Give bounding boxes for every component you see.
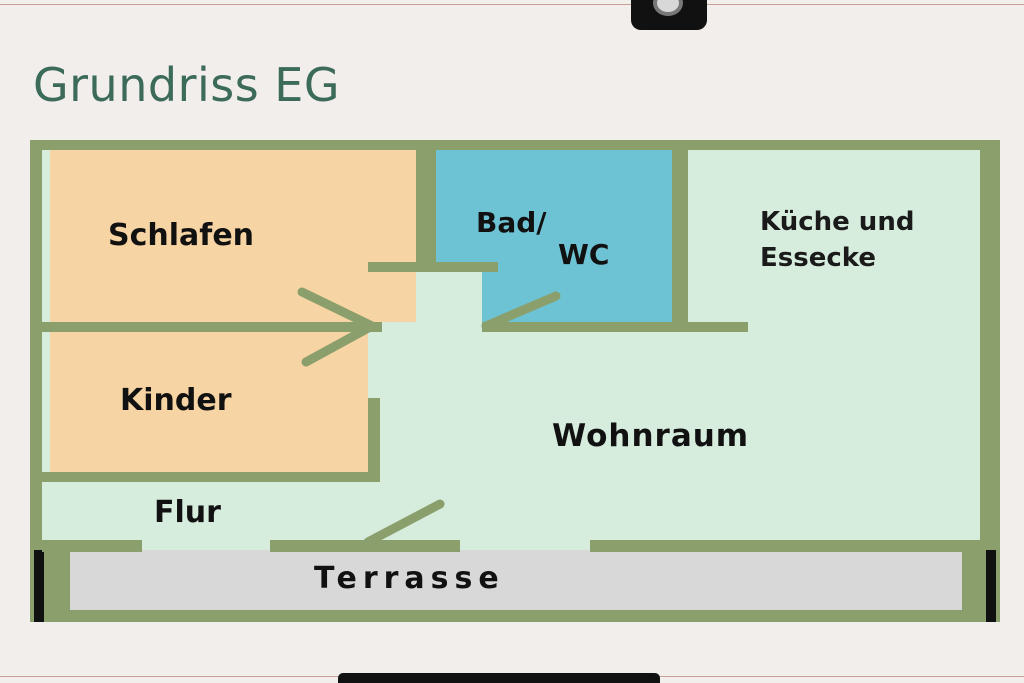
page-title: Grundriss EG xyxy=(33,58,341,112)
terrace-edge-left xyxy=(34,550,44,622)
label-wohnraum: Wohnraum xyxy=(552,418,749,454)
camera-lens-icon xyxy=(653,0,683,16)
floor-plan: Schlafen Bad/ WC Küche und Essecke Kinde… xyxy=(30,140,1000,622)
door-bath-icon xyxy=(481,291,561,331)
camera-notch xyxy=(631,0,707,30)
door-swings xyxy=(297,287,561,547)
floor-plan-drawing: Schlafen Bad/ WC Küche und Essecke Kinde… xyxy=(30,140,1000,622)
label-kueche: Küche und xyxy=(760,207,914,237)
label-kinder: Kinder xyxy=(120,383,232,418)
interior-walls xyxy=(42,150,980,552)
top-divider xyxy=(0,4,1024,5)
door-terrace-icon xyxy=(363,499,445,547)
label-bad: Bad/ xyxy=(476,206,547,239)
room-bad-wc xyxy=(436,150,672,270)
label-wc: WC xyxy=(558,238,609,271)
home-indicator[interactable] xyxy=(338,673,660,683)
label-flur: Flur xyxy=(154,495,221,530)
label-schlafen: Schlafen xyxy=(108,218,254,253)
label-terrasse: Terrasse xyxy=(314,561,505,596)
room-schlafen xyxy=(50,150,416,322)
door-arrow-icon xyxy=(297,287,382,367)
terrace-area xyxy=(70,550,962,610)
label-essecke: Essecke xyxy=(760,243,876,273)
terrace-edge-right xyxy=(986,550,996,622)
